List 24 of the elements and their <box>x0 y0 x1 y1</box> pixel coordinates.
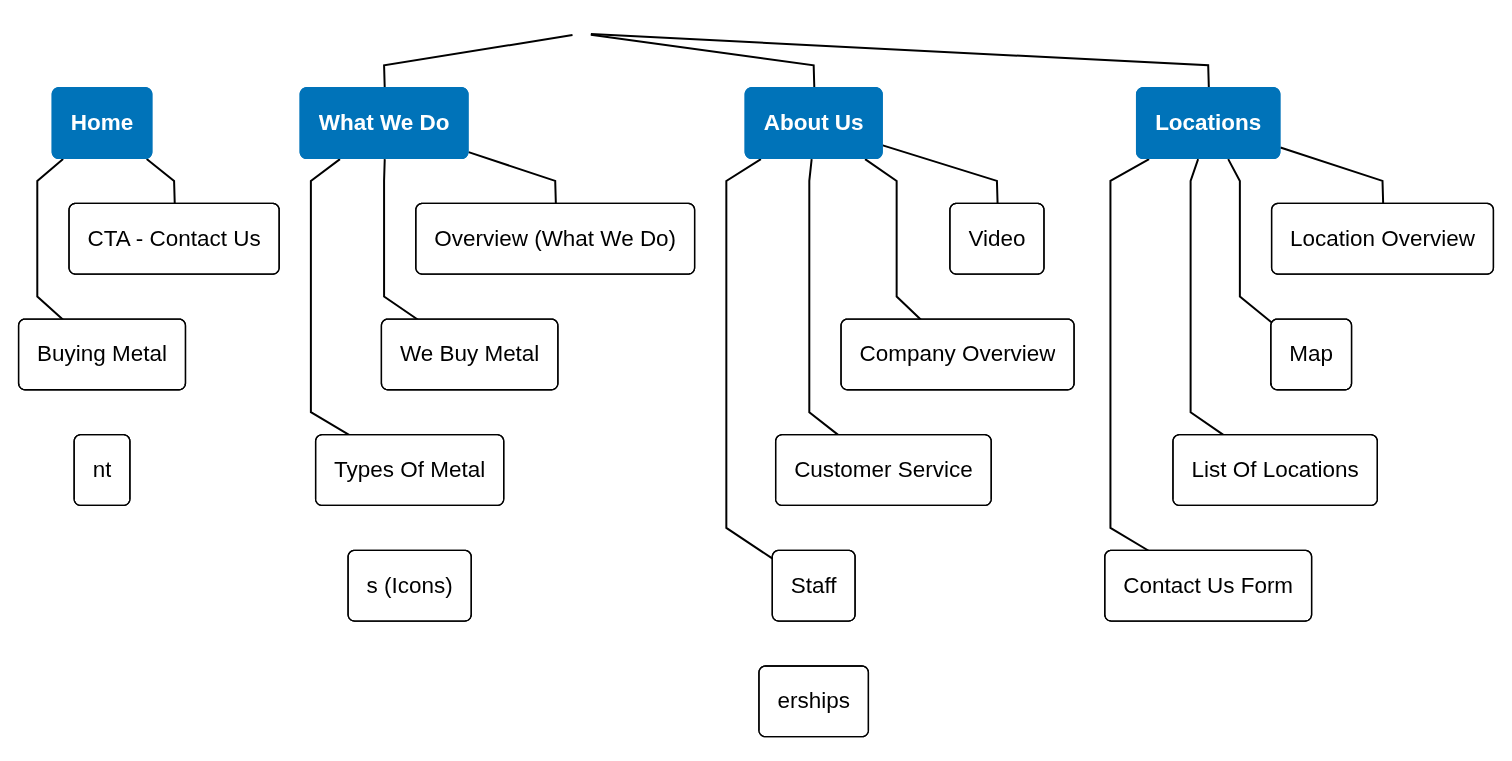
section-box: Locations <box>1135 87 1281 160</box>
section-box: Home <box>51 87 153 160</box>
connector-line <box>36 158 65 321</box>
page-box: Staff <box>771 549 856 622</box>
page-box: Buying Metal <box>17 318 187 391</box>
page-box: nt <box>73 434 131 507</box>
page-box: Map <box>1270 318 1353 391</box>
section-box: About Us <box>744 87 883 160</box>
page-box: Customer Service <box>775 434 992 507</box>
section-box: What We Do <box>299 87 469 160</box>
page-box: Contact Us Form <box>1104 549 1313 622</box>
connector-line <box>864 158 922 321</box>
page-box: Video <box>949 202 1045 275</box>
page-box: erships <box>758 665 870 738</box>
page-box: We Buy Metal <box>380 318 559 391</box>
page-box: CTA - Contact Us <box>68 202 280 275</box>
page-box: s (Icons) <box>347 549 472 622</box>
page-box: Types Of Metal <box>314 434 505 507</box>
page-box: Location Overview <box>1270 202 1495 275</box>
page-box: List Of Locations <box>1172 434 1378 507</box>
connector-line <box>1109 158 1151 552</box>
page-box: Overview (What We Do) <box>415 202 696 275</box>
page-box: Company Overview <box>840 318 1075 391</box>
connector-line <box>383 158 419 321</box>
